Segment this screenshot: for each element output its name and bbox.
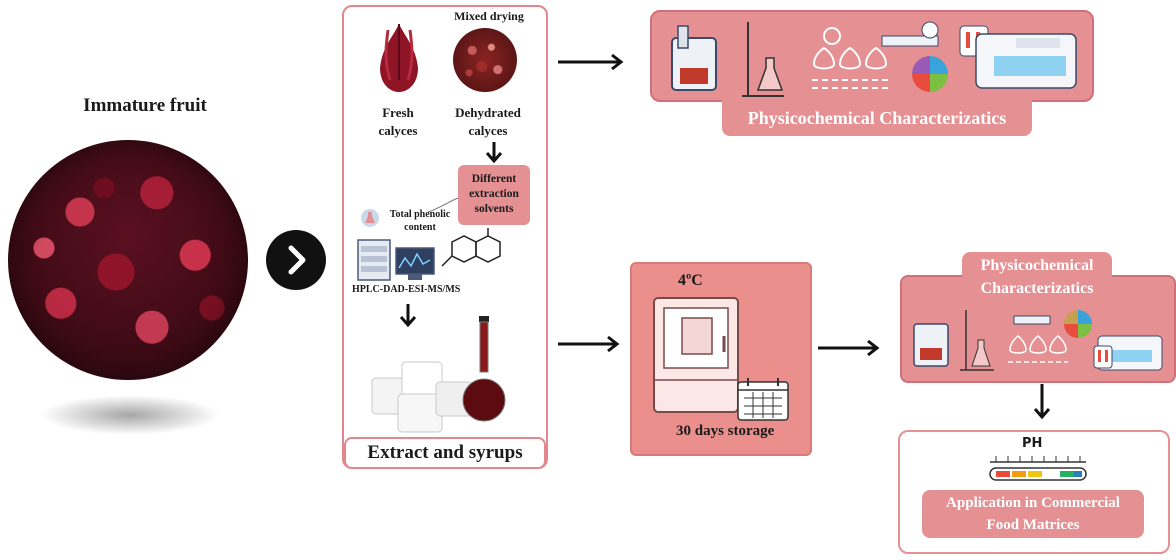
ph-strip-icon bbox=[989, 456, 1087, 481]
application-button bbox=[922, 490, 1144, 538]
extraction-solvents-box: Different extraction solvents bbox=[458, 165, 530, 225]
refrigerator-icon bbox=[653, 297, 739, 413]
lab-instruments-icon bbox=[671, 21, 1077, 97]
fresh-calyces-label: Fresh calyces bbox=[378, 105, 418, 138]
dehydrated-calyces-label: Dehydrated calyces bbox=[455, 105, 521, 138]
characterization-label-right: Physicochemical Characterizatics bbox=[980, 257, 1094, 297]
connector-line bbox=[427, 197, 459, 213]
characterization-tab-right bbox=[962, 252, 1112, 304]
immature-fruit-image bbox=[8, 140, 248, 380]
fruit-shadow bbox=[40, 395, 220, 435]
down-arrow-1 bbox=[485, 142, 503, 164]
ph-label: PH bbox=[1022, 436, 1043, 451]
arrow-to-characterization-2 bbox=[818, 339, 880, 357]
mixed-drying-label: Mixed drying bbox=[454, 9, 524, 23]
application-label: Application in Commercial Food Matrices bbox=[946, 495, 1120, 533]
extract-syrups-label: Extract and syrups bbox=[344, 437, 546, 469]
arrow-to-storage bbox=[558, 335, 620, 353]
flask-icon bbox=[361, 209, 379, 227]
solvents-label: Different extraction solvents bbox=[469, 173, 519, 215]
hplc-label: HPLC-DAD-ESI-MS/MS bbox=[352, 284, 461, 295]
molecule-icon bbox=[441, 228, 501, 267]
down-arrow-3 bbox=[1033, 384, 1051, 420]
volumetric-flask-icon bbox=[462, 316, 506, 422]
sugar-cubes-icon bbox=[371, 361, 473, 433]
storage-temperature: 4ºC bbox=[678, 272, 703, 289]
dehydrated-calyx-icon bbox=[453, 28, 517, 92]
characterization-label-top: Physicochemical Characterizatics bbox=[747, 108, 1007, 128]
storage-duration: 30 days storage bbox=[676, 423, 775, 439]
down-arrow-2 bbox=[399, 304, 417, 328]
hplc-instrument-icon bbox=[357, 239, 435, 281]
fresh-calyx-icon bbox=[380, 24, 418, 92]
arrow-to-characterization bbox=[558, 53, 624, 71]
immature-fruit-title: Immature fruit bbox=[83, 95, 207, 116]
next-button[interactable] bbox=[266, 230, 326, 290]
lab-instruments-small-icon bbox=[913, 310, 1163, 371]
calendar-icon bbox=[737, 378, 789, 421]
phenolic-label: Total phenolic content bbox=[389, 209, 451, 233]
characterization-tab-top bbox=[722, 100, 1032, 136]
chevron-right-icon bbox=[288, 245, 306, 275]
